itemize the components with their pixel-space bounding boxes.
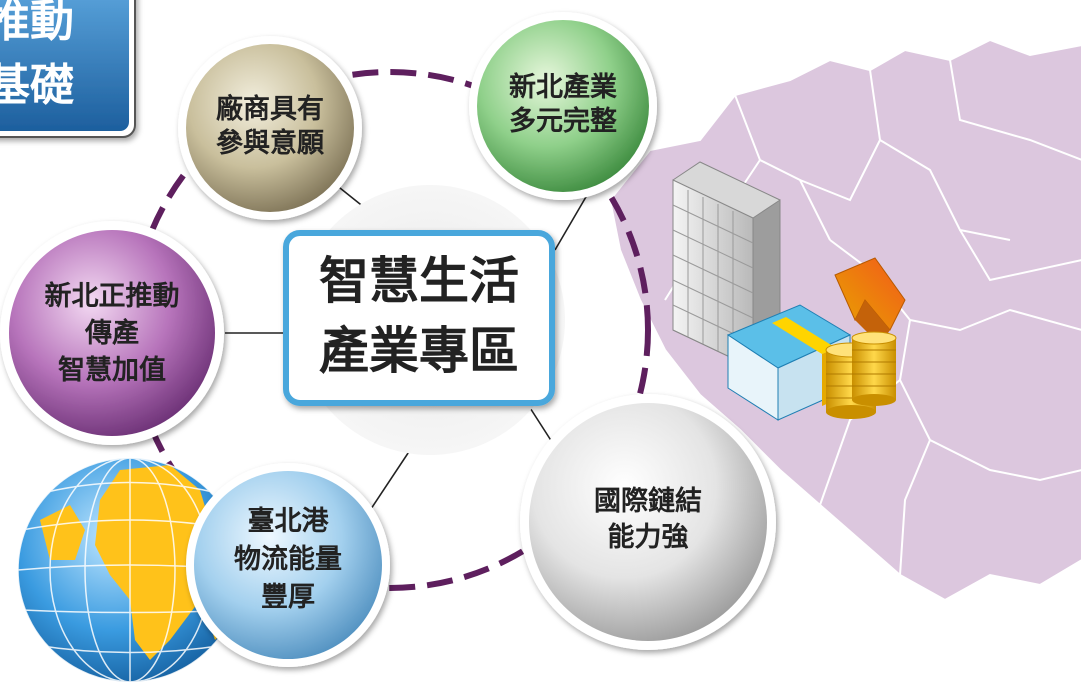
node-industry-line1: 新北產業 bbox=[509, 71, 617, 103]
corner-title-line2: 基礎 bbox=[0, 60, 74, 111]
node-promotion bbox=[0, 221, 224, 445]
node-international-line1: 國際鏈結 bbox=[594, 485, 702, 517]
center-title-line2: 產業專區 bbox=[319, 322, 519, 380]
node-willingness bbox=[178, 36, 362, 220]
center-box bbox=[283, 230, 555, 406]
center-title-line1: 智慧生活 bbox=[319, 252, 519, 310]
node-willingness-line1: 廠商具有 bbox=[216, 93, 324, 125]
node-logistics-line3: 豐厚 bbox=[261, 582, 315, 613]
node-promotion-line2: 傳產 bbox=[84, 317, 139, 349]
node-industry bbox=[469, 12, 657, 200]
globe-icon bbox=[17, 457, 243, 682]
corner-title-box bbox=[0, 0, 136, 138]
node-logistics-line2: 物流能量 bbox=[234, 543, 342, 575]
corner-title-line1: 推動 bbox=[0, 0, 74, 47]
node-international-line2: 能力強 bbox=[608, 521, 689, 553]
node-promotion-line1: 新北正推動 bbox=[45, 280, 180, 312]
node-international bbox=[520, 394, 776, 650]
gold-coins-icon bbox=[825, 331, 897, 419]
node-willingness-line2: 參與意願 bbox=[216, 127, 325, 159]
node-industry-line2: 多元完整 bbox=[509, 105, 617, 137]
node-promotion-line3: 智慧加值 bbox=[58, 355, 166, 386]
node-logistics bbox=[186, 463, 390, 667]
node-logistics-line1: 臺北港 bbox=[248, 506, 330, 537]
